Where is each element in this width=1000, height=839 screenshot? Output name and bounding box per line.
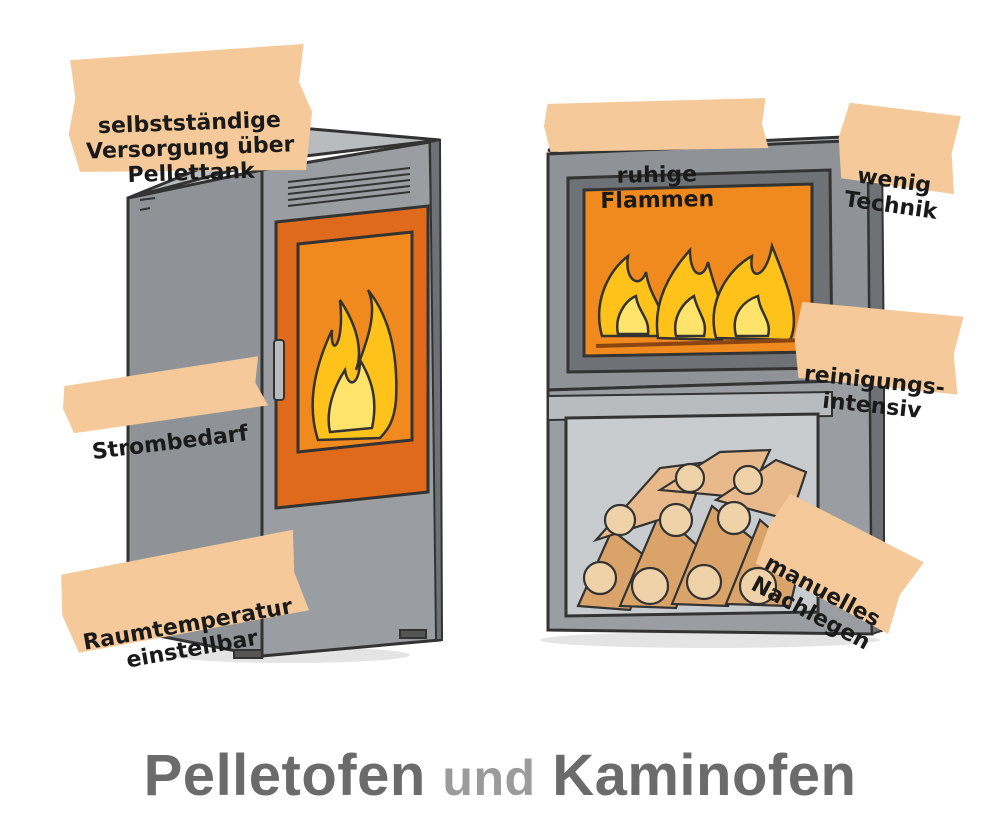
label-power-demand: Strombedarf: [57, 354, 270, 465]
pellet-stove-flames: [311, 289, 398, 442]
title-pelletofen: Pelletofen: [143, 743, 426, 808]
label-cleaning-intensive: reinigungs- intensiv: [788, 297, 968, 424]
title-kaminofen: Kaminofen: [552, 743, 857, 808]
page-title: Pelletofen und Kaminofen: [0, 742, 1000, 809]
wood-stove: [540, 134, 886, 648]
label-manual-reloading: manuelles Nachlegen: [747, 487, 929, 655]
label-little-technology: wenig Technik: [831, 98, 967, 225]
pellet-stove: [126, 126, 444, 663]
title-connector: und: [442, 750, 536, 806]
wood-stove-flames: [595, 241, 809, 348]
pellet-stove-handle: [273, 339, 285, 401]
label-pellet-tank: selbstständige Versorgung über Pellettan…: [62, 42, 316, 188]
label-room-temperature: Raumtemperatur einstellbar: [52, 527, 312, 673]
pellet-stove-vent: [287, 167, 411, 207]
firewood-logs: [576, 448, 808, 612]
label-calm-flames: ruhige Flammen: [542, 96, 771, 214]
